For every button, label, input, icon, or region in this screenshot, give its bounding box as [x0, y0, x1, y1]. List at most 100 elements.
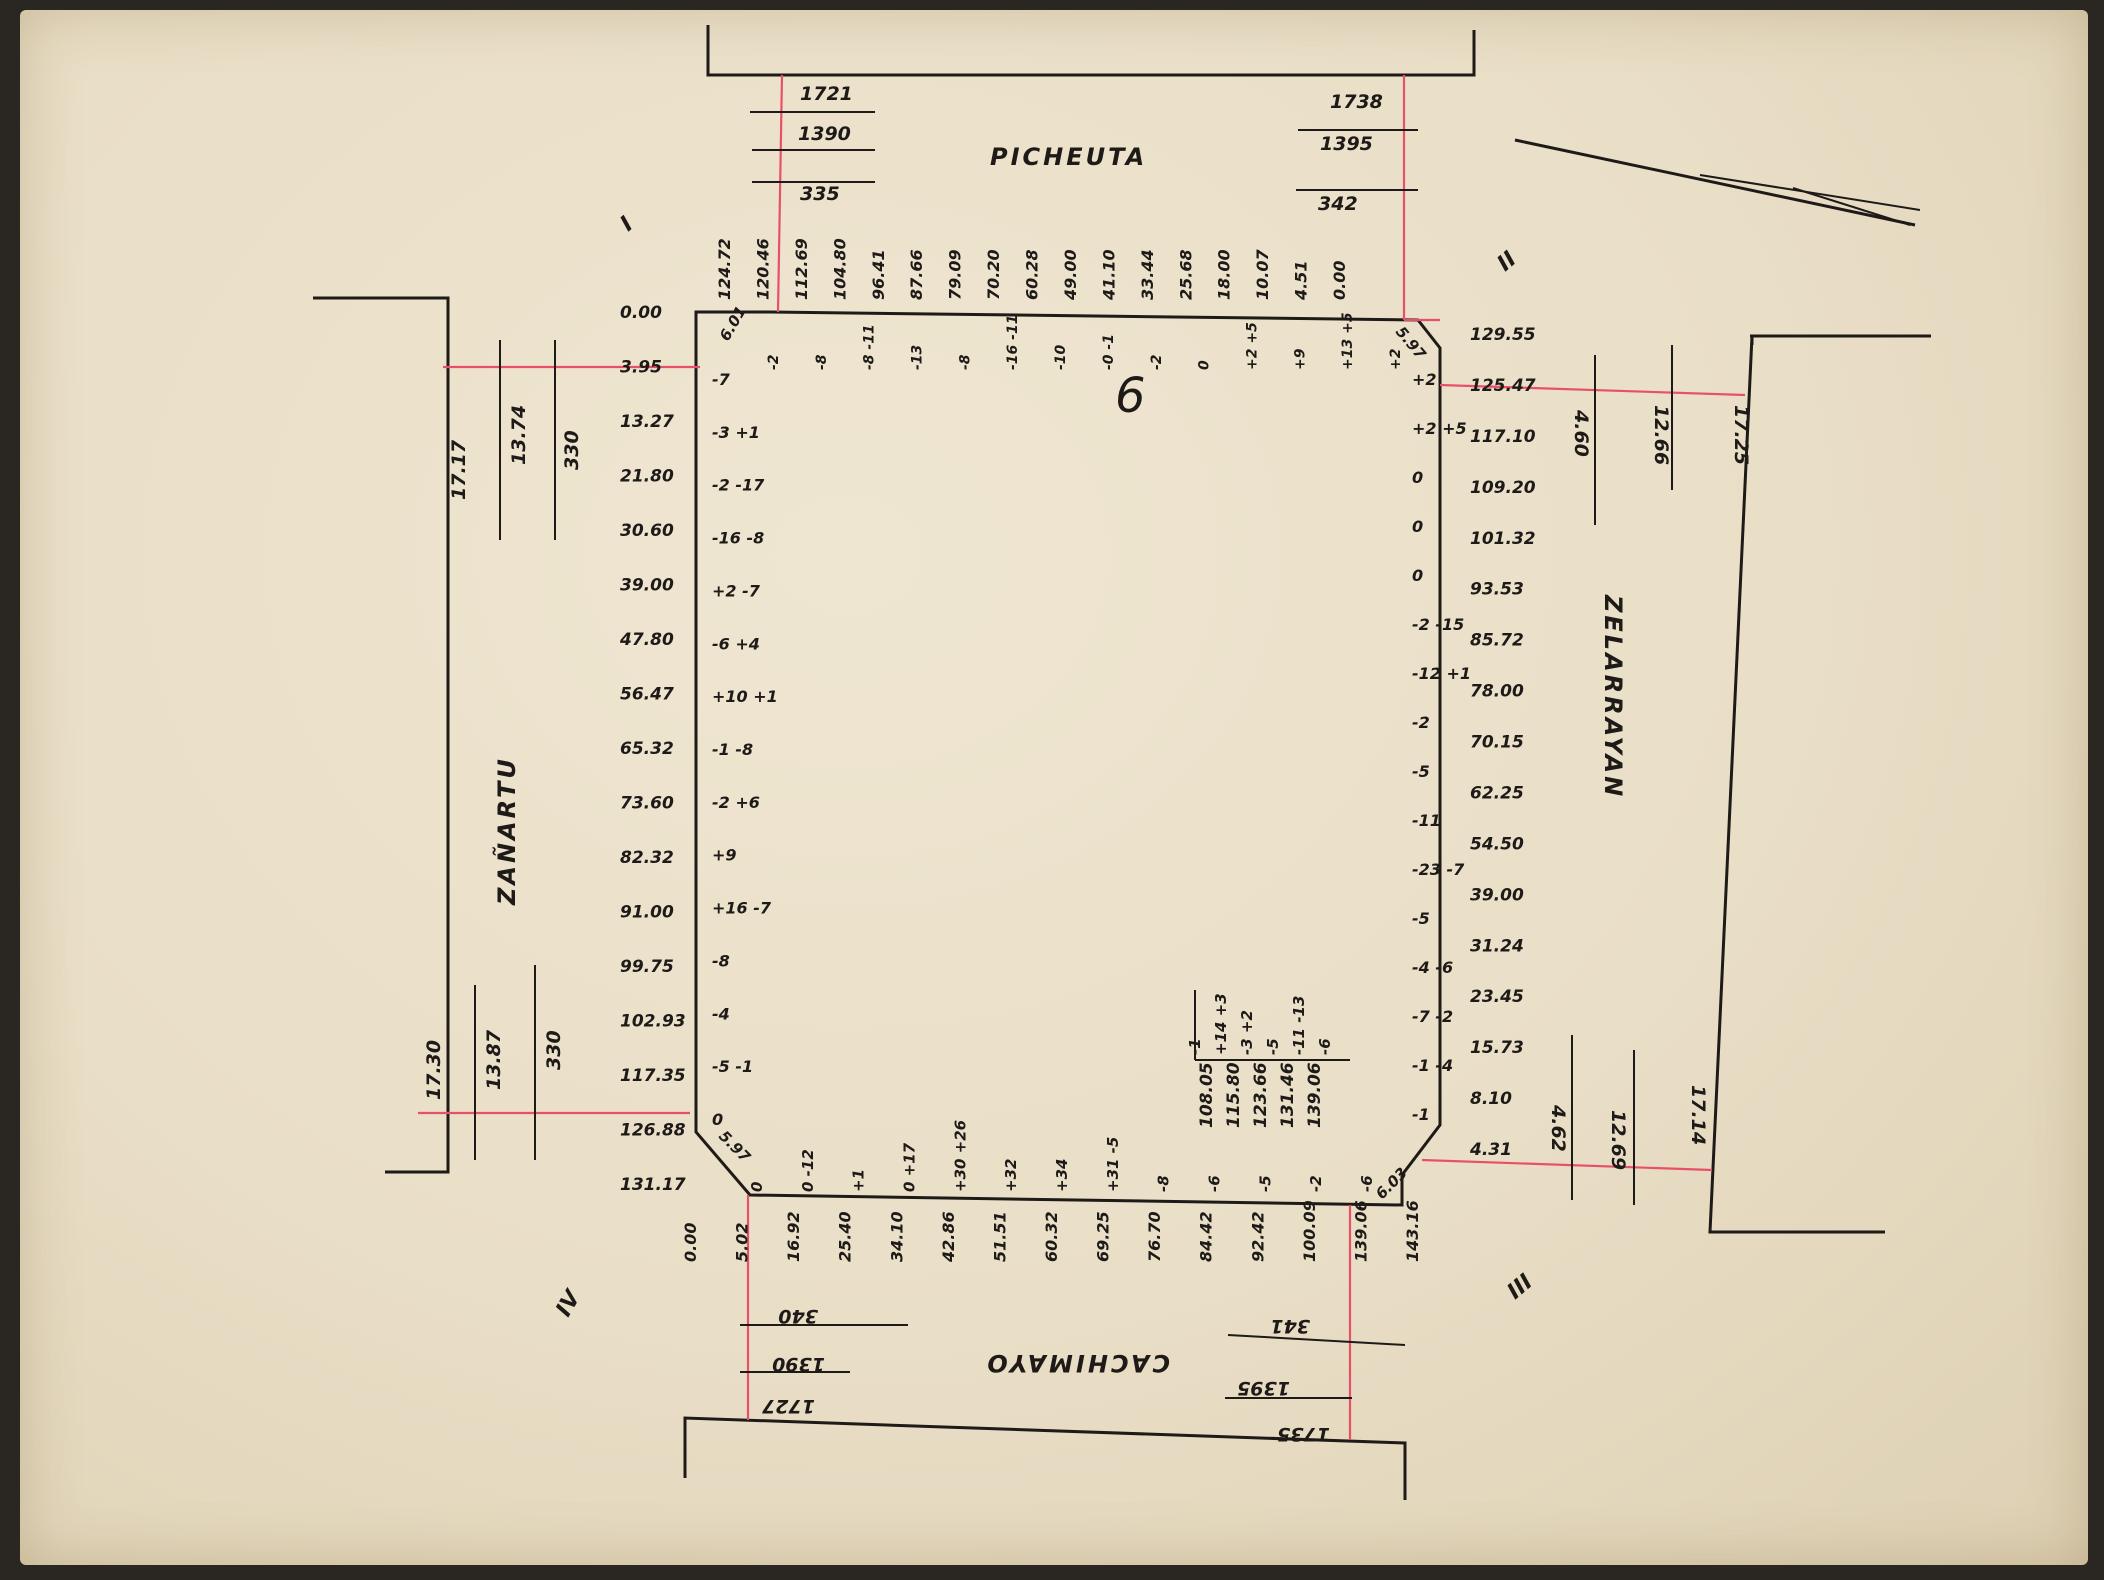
left-street-level-bottom-1: 13.87 [483, 1029, 505, 1090]
interior-value-label: 139.06 [1305, 1062, 1325, 1128]
right-offset-label: +2 [1412, 370, 1437, 389]
top-offset-label: +13 +5 [1340, 312, 1356, 370]
right-offset-label: -23 -7 [1412, 860, 1465, 879]
interior-offset-label: -6 [1316, 1038, 1334, 1055]
bottom-offset-label: -8 [1155, 1175, 1173, 1192]
left-offset-label: -8 [712, 951, 730, 970]
top-distance-label: 49.00 [1061, 249, 1080, 301]
bottom-offset-label: +34 [1053, 1159, 1071, 1192]
right-offset-label: -1 [1412, 1105, 1430, 1124]
left-distance-label: 102.93 [620, 1012, 686, 1032]
right-offset-label: 0 [1412, 517, 1423, 536]
left-distance-label: 0.00 [620, 303, 662, 323]
top-distance-label: 41.10 [1099, 249, 1118, 301]
street-name-top: PICHEUTA [990, 143, 1147, 171]
left-offset-label: -6 +4 [712, 634, 760, 653]
right-distance-label: 70.15 [1470, 733, 1524, 753]
left-distance-label: 21.80 [620, 467, 674, 487]
left-side-distances: 0.003.9513.2721.8030.6039.0047.8056.4765… [619, 303, 686, 1195]
reference-lines [418, 74, 1746, 1440]
left-offset-label: -4 [712, 1004, 730, 1023]
top-offset-label: -8 [957, 354, 973, 370]
right-offset-label: 0 [1412, 468, 1423, 487]
block-perimeter [694, 310, 1442, 1207]
top-distance-label: 60.28 [1023, 249, 1042, 300]
interior-offset-label: -5 [1264, 1038, 1282, 1055]
right-distance-label: 101.32 [1470, 529, 1536, 549]
left-distance-label: 99.75 [620, 957, 674, 977]
left-distance-label: 56.47 [620, 685, 674, 705]
right-distance-label: 8.10 [1470, 1089, 1512, 1109]
right-offset-label: -2 [1412, 713, 1430, 732]
bottom-offset-label: -2 [1307, 1175, 1325, 1192]
bottom-offset-label: +30 +26 [951, 1120, 969, 1192]
right-distance-label: 62.25 [1470, 783, 1524, 803]
bottom-distance-label: 84.42 [1197, 1211, 1216, 1262]
left-distance-label: 39.00 [620, 576, 674, 596]
bottom-street-level-left-2: 1727 [761, 1395, 815, 1417]
left-side-offsets: -7-3 +1-2 -17-16 -8+2 -7-6 +4+10 +1-1 -8… [712, 370, 778, 1129]
left-offset-label: +2 -7 [712, 581, 761, 600]
left-offset-label: +10 +1 [712, 687, 778, 706]
top-offset-label: -13 [910, 345, 926, 370]
left-street-level-bottom-0: 17.30 [423, 1040, 445, 1100]
top-street-level-left-1: 1390 [798, 123, 851, 145]
bottom-distance-label: 139.06 [1351, 1200, 1370, 1262]
right-distance-label: 85.72 [1470, 631, 1524, 651]
bottom-offset-label: -6 [1358, 1175, 1376, 1192]
bottom-distance-label: 0.00 [681, 1223, 700, 1262]
top-offset-label: -8 [814, 354, 830, 370]
street-name-left: ZAÑARTU [492, 756, 521, 906]
interior-offset-label: +14 +3 [1212, 993, 1230, 1055]
bottom-offset-label: 0 [748, 1182, 766, 1192]
left-distance-label: 91.00 [620, 903, 674, 923]
bottom-distance-label: 143.16 [1403, 1200, 1422, 1262]
top-distance-label: 18.00 [1215, 249, 1234, 300]
right-distance-label: 15.73 [1470, 1038, 1524, 1058]
top-distance-label: 33.44 [1138, 249, 1157, 300]
top-distance-label: 4.51 [1292, 261, 1311, 301]
right-street-level-bottom-2: 17.14 [1687, 1085, 1709, 1145]
right-offset-label: -12 +1 [1412, 664, 1471, 683]
left-street-level-top-2: 330 [561, 430, 583, 470]
plan-sheet [20, 10, 2088, 1565]
left-offset-label: -2 +6 [712, 793, 760, 812]
left-offset-label: +16 -7 [712, 899, 772, 918]
right-offset-label: -7 -2 [1412, 1007, 1453, 1026]
bottom-distance-label: 5.02 [733, 1223, 752, 1262]
corner-label-se: III [1503, 1270, 1538, 1305]
bottom-offset-label: +32 [1002, 1159, 1020, 1192]
corner-label-nw: I [616, 212, 638, 236]
top-distance-label: 70.20 [984, 249, 1003, 300]
right-street-level-top-0: 4.60 [1570, 409, 1592, 457]
left-offset-label: +9 [712, 846, 737, 865]
top-street-level-left-2: 335 [800, 183, 840, 205]
top-offset-label: +2 [1388, 349, 1404, 370]
bottom-distance-label: 100.09 [1300, 1200, 1319, 1262]
left-offset-label: -7 [712, 370, 731, 389]
interior-offset-label: -11 -13 [1290, 996, 1308, 1055]
left-distance-label: 30.60 [620, 521, 674, 541]
top-offset-label: +2 +5 [1244, 322, 1260, 370]
top-street-level-right-0: 1738 [1330, 91, 1383, 113]
interior-value-label: 131.46 [1278, 1062, 1298, 1128]
left-offset-label: -2 -17 [712, 476, 765, 495]
right-offset-label: -5 [1412, 909, 1430, 928]
right-distance-label: 31.24 [1470, 936, 1524, 956]
left-distance-label: 82.32 [620, 848, 674, 868]
top-distance-label: 0.00 [1330, 261, 1349, 300]
right-distance-label: 117.10 [1470, 427, 1536, 447]
corner-label-sw: IV [552, 1285, 587, 1321]
bottom-distance-label: 42.86 [939, 1211, 958, 1263]
top-offset-label: 0 [1197, 360, 1213, 370]
bottom-street-level-left-1: 1390 [772, 1353, 825, 1375]
left-distance-label: 73.60 [620, 794, 674, 814]
bottom-street-level-right-2: 1735 [1277, 1423, 1330, 1445]
left-offset-label: -16 -8 [712, 529, 764, 548]
bottom-offset-label: -6 [1206, 1175, 1224, 1192]
street-name-right: ZELARRAYAN [1599, 594, 1627, 799]
